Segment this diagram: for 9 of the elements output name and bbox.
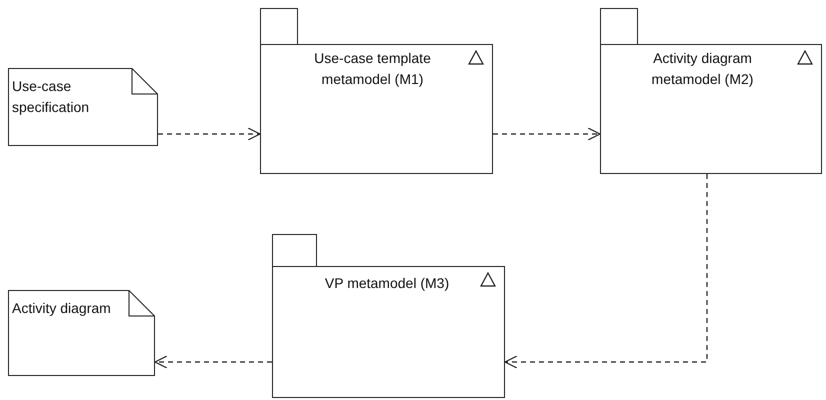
note-text: Activity diagram <box>12 299 112 318</box>
package-name: Activity diagram metamodel (M2) <box>650 49 754 89</box>
dependency-arrow <box>158 127 261 141</box>
dependency-arrow <box>493 127 601 141</box>
note-text: Use-case specification <box>12 77 90 117</box>
package-name: VP metamodel (M3) <box>324 274 450 293</box>
dependency-arrow <box>504 174 708 369</box>
dependency-arrow <box>154 355 272 369</box>
package-name: Use-case template metamodel (M1) <box>313 49 432 89</box>
